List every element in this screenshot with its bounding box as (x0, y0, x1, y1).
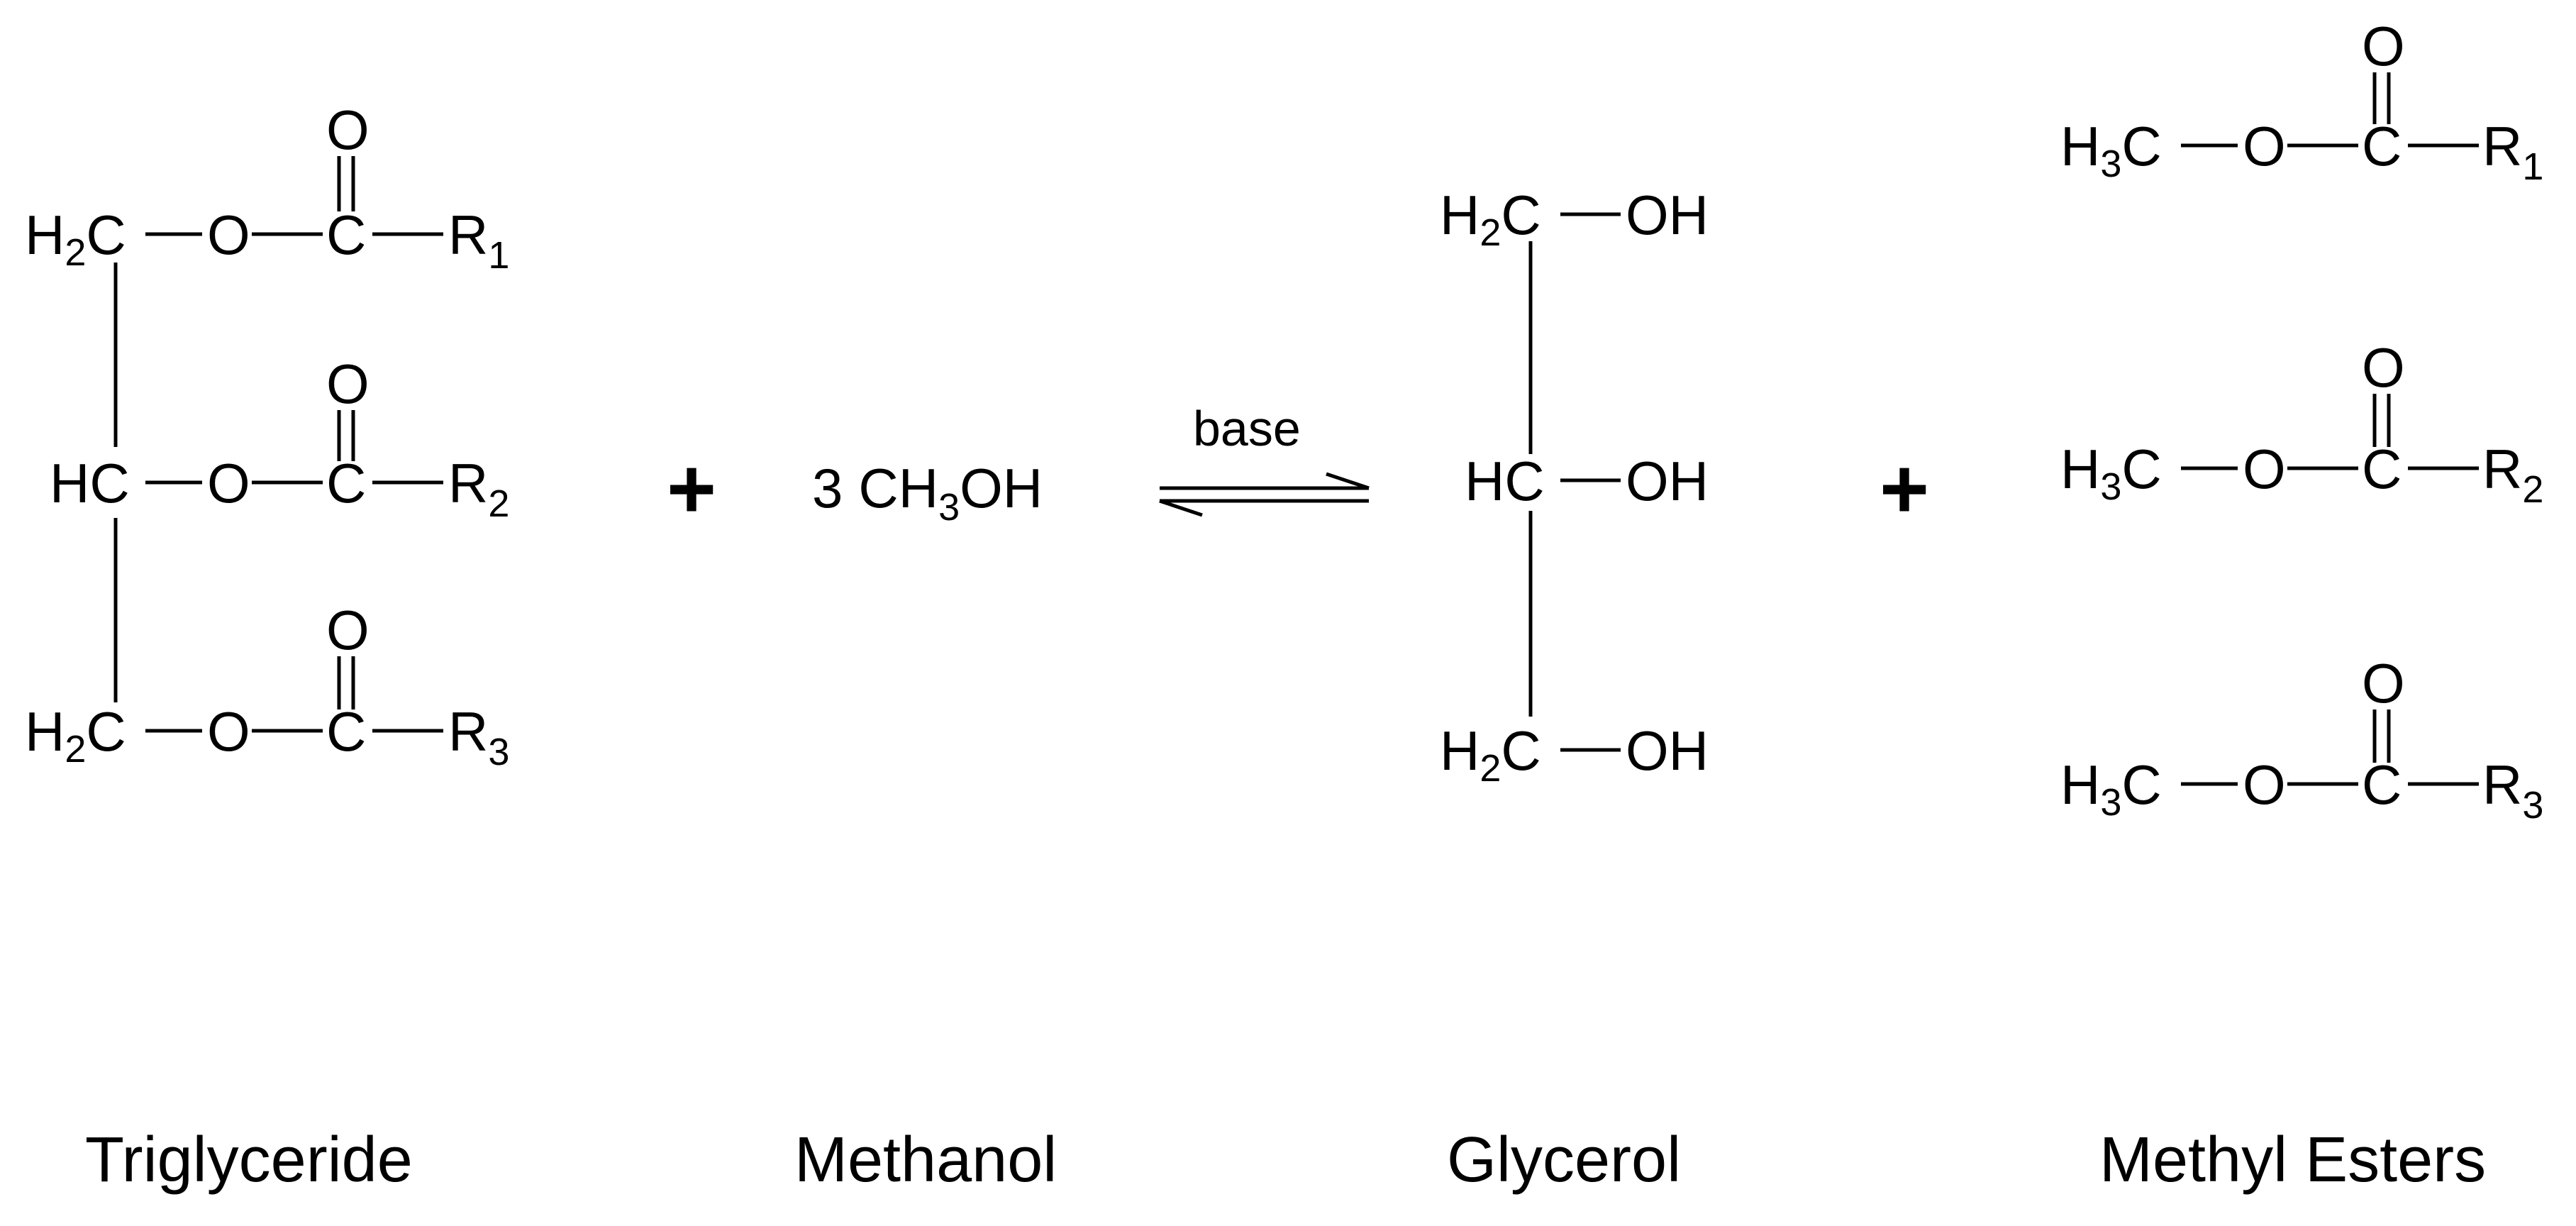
carbonyl-oxygen: O (2362, 15, 2405, 77)
triglyceride-row-2: HC O C O R2 (50, 353, 509, 525)
glycerol-row-2: HC OH (1465, 450, 1709, 512)
carbonyl-carbon: C (2362, 115, 2402, 177)
r-group: R2 (448, 452, 509, 525)
r-group: R3 (448, 700, 509, 773)
ester-oxygen: O (2243, 115, 2286, 177)
ch2-group: H2C (1440, 184, 1541, 254)
ester-oxygen: O (2243, 438, 2286, 500)
reaction-condition: base (1193, 401, 1301, 456)
r-group: R1 (2482, 115, 2543, 188)
plus-sign-1: + (667, 441, 716, 536)
hydroxyl-group: OH (1626, 450, 1709, 512)
carbonyl-oxygen: O (2362, 652, 2405, 714)
equilibrium-arrow: base (1159, 401, 1370, 517)
ch-group: HC (50, 452, 130, 514)
carbonyl-oxygen: O (326, 99, 370, 161)
glycerol-row-3: H2C OH (1440, 719, 1709, 790)
hydroxyl-group: OH (1626, 719, 1709, 782)
methyl-ester-3: H3C O C O R3 (2060, 652, 2543, 827)
triglyceride-row-1: H2C O C O R1 (25, 99, 509, 277)
reverse-arrow-head (1159, 499, 1203, 517)
ch2-group: H2C (25, 204, 126, 274)
ch2-group: H2C (1440, 719, 1541, 790)
hydroxyl-group: OH (1626, 184, 1709, 246)
methyl-group: H3C (2060, 115, 2162, 185)
caption-methyl-esters: Methyl Esters (2099, 1125, 2486, 1195)
ester-oxygen: O (2243, 753, 2286, 816)
r-group: R2 (2482, 438, 2543, 511)
triglyceride-structure: H2C O C O R1 HC O C O R2 H2C (25, 99, 509, 773)
forward-arrow-head (1326, 472, 1370, 490)
caption-triglyceride: Triglyceride (85, 1125, 413, 1195)
triglyceride-row-3: H2C O C O R3 (25, 599, 509, 773)
carbonyl-carbon: C (2362, 438, 2402, 500)
ester-oxygen: O (207, 700, 250, 763)
methyl-ester-2: H3C O C O R2 (2060, 336, 2543, 511)
glycerol-row-1: H2C OH (1440, 184, 1709, 254)
r-group: R1 (448, 204, 509, 277)
ester-oxygen: O (207, 452, 250, 514)
carbonyl-oxygen: O (326, 353, 370, 415)
methyl-esters-structure: H3C O C O R1 H3C O C O R2 H3C (2060, 15, 2543, 827)
r-group: R3 (2482, 753, 2543, 827)
plus-sign-2: + (1880, 441, 1929, 536)
caption-glycerol: Glycerol (1447, 1125, 1681, 1195)
carbonyl-carbon: C (326, 452, 366, 514)
methyl-ester-1: H3C O C O R1 (2060, 15, 2543, 188)
methyl-group: H3C (2060, 753, 2162, 824)
ch-group: HC (1465, 450, 1545, 512)
carbonyl-oxygen: O (326, 599, 370, 661)
carbonyl-carbon: C (326, 700, 366, 763)
ch2-group: H2C (25, 700, 126, 771)
methyl-group: H3C (2060, 438, 2162, 508)
glycerol-structure: H2C OH HC OH H2C OH (1440, 184, 1709, 790)
caption-methanol: Methanol (794, 1125, 1057, 1195)
ester-oxygen: O (207, 204, 250, 266)
carbonyl-oxygen: O (2362, 336, 2405, 399)
carbonyl-carbon: C (2362, 753, 2402, 816)
carbonyl-carbon: C (326, 204, 366, 266)
